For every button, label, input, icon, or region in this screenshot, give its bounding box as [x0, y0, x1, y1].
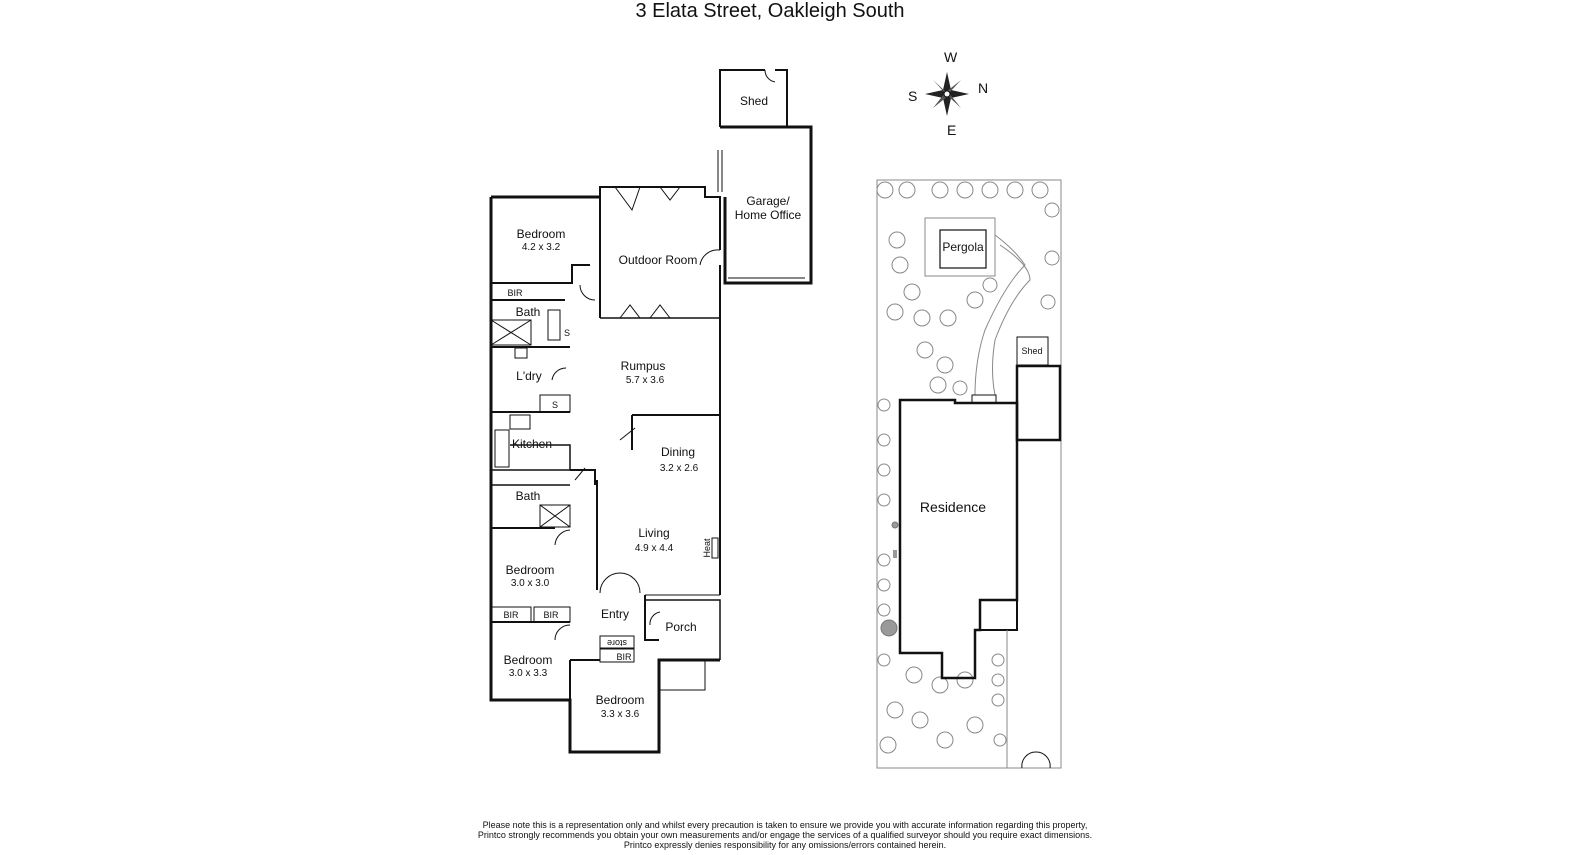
- label-sink2: S: [552, 400, 558, 410]
- disclaimer-line-1: Please note this is a representation onl…: [482, 820, 1088, 830]
- label-bir1: BIR: [507, 288, 523, 298]
- label-living: Living: [638, 526, 669, 540]
- label-bedroom1: Bedroom: [517, 227, 566, 241]
- compass-e: E: [947, 122, 956, 138]
- label-bath2: Bath: [516, 489, 541, 503]
- disclaimer-line-2: Printco strongly recommends you obtain y…: [477, 830, 1093, 840]
- label-bedroom2-dim: 3.0 x 3.0: [511, 578, 550, 589]
- label-bedroom3-dim: 3.0 x 3.3: [509, 668, 548, 679]
- label-bir3: BIR: [543, 610, 559, 620]
- label-laundry: L'dry: [516, 369, 542, 383]
- disclaimer: Please note this is a representation onl…: [470, 820, 1100, 850]
- label-bedroom2: Bedroom: [506, 563, 555, 577]
- shed-door: [764, 69, 776, 83]
- label-residence: Residence: [920, 499, 986, 515]
- label-outdoor-room: Outdoor Room: [619, 253, 698, 267]
- page-title: 3 Elata Street, Oakleigh South: [635, 0, 905, 22]
- label-shed: Shed: [740, 94, 768, 108]
- disclaimer-line-3: Printco expressly denies responsibility …: [623, 840, 947, 850]
- compass-rose-icon: [925, 72, 969, 116]
- label-bedroom3: Bedroom: [504, 653, 553, 667]
- label-bedroom4-dim: 3.3 x 3.6: [601, 709, 640, 720]
- label-bath1: Bath: [516, 305, 541, 319]
- label-home-office: Home Office: [735, 208, 802, 222]
- label-garage: Garage/: [746, 194, 790, 208]
- label-living-dim: 4.9 x 4.4: [635, 543, 674, 554]
- label-bir2: BIR: [503, 610, 519, 620]
- label-store: store: [607, 638, 627, 648]
- label-heat: Heat: [702, 538, 712, 558]
- label-rumpus-dim: 5.7 x 3.6: [626, 375, 665, 386]
- label-sink1: S: [564, 328, 570, 338]
- label-pergola: Pergola: [942, 240, 984, 254]
- label-dining: Dining: [661, 445, 695, 459]
- compass-n: N: [978, 80, 988, 96]
- compass-w: W: [944, 49, 958, 65]
- trees: [876, 181, 1060, 754]
- label-rumpus: Rumpus: [621, 359, 666, 373]
- label-bedroom4: Bedroom: [596, 693, 645, 707]
- label-porch: Porch: [665, 620, 696, 634]
- label-site-shed: Shed: [1021, 346, 1042, 356]
- compass-s: S: [908, 88, 917, 104]
- label-bir4: BIR: [616, 652, 632, 662]
- residence-outline: [898, 398, 1019, 680]
- label-dining-dim: 3.2 x 2.6: [660, 463, 699, 474]
- label-bedroom1-dim: 4.2 x 3.2: [522, 242, 561, 253]
- room-labels: Shed Garage/ Home Office Bedroom 4.2 x 3…: [503, 94, 1042, 720]
- label-kitchen: Kitchen: [512, 437, 552, 451]
- label-entry: Entry: [601, 607, 629, 621]
- floor-plan: [489, 69, 813, 754]
- garage-walls: [720, 125, 813, 285]
- shed-walls: [719, 69, 788, 127]
- site-plan: [876, 179, 1062, 769]
